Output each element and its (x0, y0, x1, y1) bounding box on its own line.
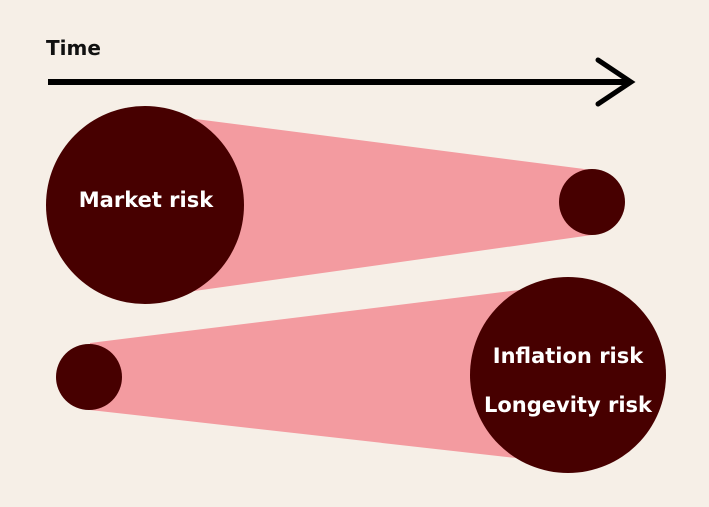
inflation-longevity-cone (90, 285, 560, 463)
time-axis-label: Time (46, 36, 101, 60)
longevity-risk-label: Longevity risk (484, 393, 652, 417)
market-risk-label: Market risk (78, 188, 214, 212)
time-arrow (48, 57, 636, 107)
time-arrow-head (595, 57, 636, 107)
inflation-risk-label: Inflation risk (492, 344, 644, 368)
inflation-longevity-circle-small (56, 344, 122, 410)
market-risk-circle-small (559, 169, 625, 235)
market-risk-cone (180, 117, 592, 293)
market-risk-circle-large (46, 106, 244, 304)
inflation-longevity-circle-large (470, 277, 666, 473)
